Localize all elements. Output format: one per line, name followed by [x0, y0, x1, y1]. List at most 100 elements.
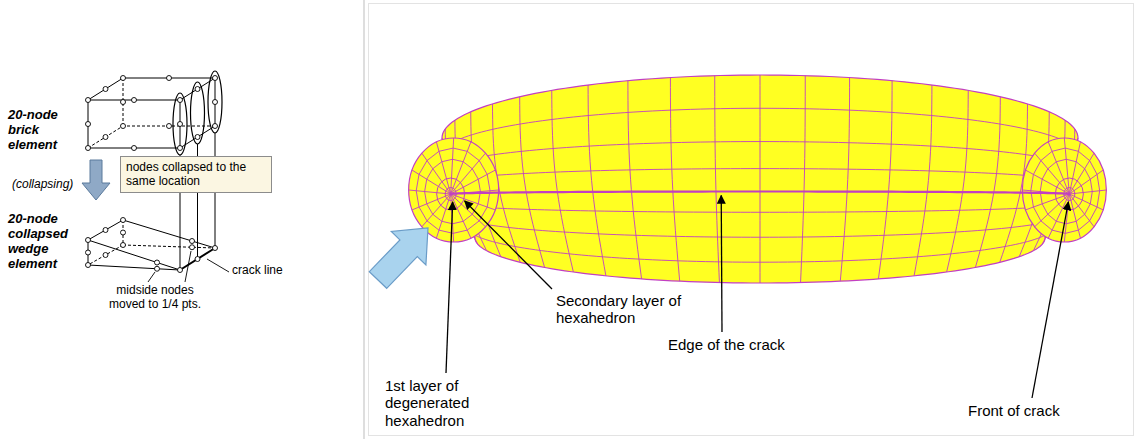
mesh-label: 1st layer of degenerated hexahedron	[385, 377, 517, 429]
wedge-element	[88, 220, 215, 270]
step-label: (collapsing)	[12, 178, 73, 192]
torus-mesh	[409, 75, 1107, 283]
drawing-part	[121, 100, 126, 105]
drawing-part	[86, 250, 91, 255]
drawing-part	[88, 220, 123, 240]
note-label: midside nodes moved to 1/4 pts.	[105, 284, 205, 312]
drawing-part	[191, 82, 205, 144]
mesh-line	[715, 76, 720, 283]
drawing-part	[123, 245, 215, 248]
drawing-part	[207, 259, 229, 272]
crack-edge-line	[451, 191, 1070, 194]
drawing-part	[88, 240, 180, 270]
mesh-line	[914, 85, 932, 276]
radial-mesh-line	[451, 194, 486, 227]
drawing-part	[86, 146, 91, 151]
leader-lines-left	[148, 251, 229, 282]
torus-surface	[442, 75, 1078, 283]
leader-arrows	[446, 196, 1068, 399]
mesh-ring	[416, 148, 490, 233]
drawing-part	[167, 124, 172, 129]
drawing-part	[103, 135, 108, 140]
drawing-part	[195, 87, 200, 92]
drawing-part	[86, 122, 91, 127]
drawing-part	[132, 98, 137, 103]
drawing-part	[88, 78, 123, 100]
crack-cap	[409, 138, 499, 242]
drawing-part	[213, 246, 218, 251]
drawing-part	[178, 122, 183, 127]
pointer-arrow	[369, 228, 428, 288]
element-caption: 20-node collapsed wedge element	[8, 212, 84, 272]
mesh-line	[947, 90, 969, 272]
mesh-label: Secondary layer of hexahedron	[556, 292, 708, 327]
drawing-part	[121, 243, 126, 248]
drawing-part	[155, 266, 160, 271]
leader-arrow	[1032, 202, 1068, 398]
drawing-part	[167, 76, 172, 81]
radial-mesh-line	[451, 138, 454, 194]
drawing-part	[148, 272, 155, 282]
radial-mesh-line	[451, 153, 486, 194]
mesh-line	[840, 78, 849, 282]
drawing-part	[103, 228, 108, 233]
drawing-part	[121, 218, 126, 223]
wedge-nodes	[86, 218, 218, 273]
radial-mesh-line	[422, 153, 451, 194]
drawing-part	[185, 251, 191, 282]
radial-mesh-line	[1069, 153, 1094, 194]
drawing-part	[195, 135, 200, 140]
drawing-part	[121, 124, 126, 129]
radial-mesh-line	[1064, 138, 1069, 194]
drawing-part	[178, 98, 183, 103]
mesh-line	[552, 90, 574, 272]
panel-frame	[369, 4, 1134, 436]
part-label: crack line	[232, 264, 283, 278]
callout-box: nodes collapsed to the same location	[120, 156, 272, 193]
crack-label: Front of crack	[968, 402, 1060, 419]
drawing-part	[103, 253, 108, 258]
drawing-part	[86, 263, 91, 268]
drawing-part	[213, 100, 218, 105]
mesh-line	[801, 76, 806, 283]
drawing-part	[121, 230, 126, 235]
mesh-line	[520, 97, 545, 268]
drawing-part	[190, 239, 195, 244]
collapse-arrow	[82, 160, 110, 200]
drawing-part	[178, 146, 183, 151]
element-caption: 20-node brick element	[8, 108, 72, 153]
crack-label: Edge of the crack	[668, 336, 785, 353]
drawing-part	[195, 257, 200, 262]
drawing-part	[178, 268, 183, 273]
mesh-line	[670, 78, 679, 282]
panel-divider	[364, 0, 365, 439]
drawing-part	[208, 71, 222, 133]
drawing-part	[213, 76, 218, 81]
drawing-part	[103, 87, 108, 92]
leader-arrow	[721, 196, 723, 333]
drawing-part	[155, 260, 160, 265]
drawing-part	[213, 124, 218, 129]
brick-element	[88, 78, 215, 148]
mesh-line	[628, 81, 642, 279]
drawing-part	[88, 245, 123, 265]
drawing-part	[132, 146, 137, 151]
mesh-line	[878, 81, 892, 279]
mesh-line	[588, 85, 606, 276]
drawing-part	[88, 100, 180, 148]
mesh-line	[975, 97, 1000, 268]
drawing-part	[173, 93, 187, 155]
element-nodes	[86, 76, 218, 151]
mesh-line	[760, 75, 761, 283]
drawing-part	[121, 76, 126, 81]
callout-text: nodes collapsed to the same location	[126, 160, 266, 189]
drawing-part	[88, 126, 123, 148]
drawing-part	[86, 238, 91, 243]
drawing-part	[86, 98, 91, 103]
leader-arrow	[446, 202, 453, 373]
drawing-part	[190, 245, 195, 250]
leader-arrow	[465, 201, 552, 289]
